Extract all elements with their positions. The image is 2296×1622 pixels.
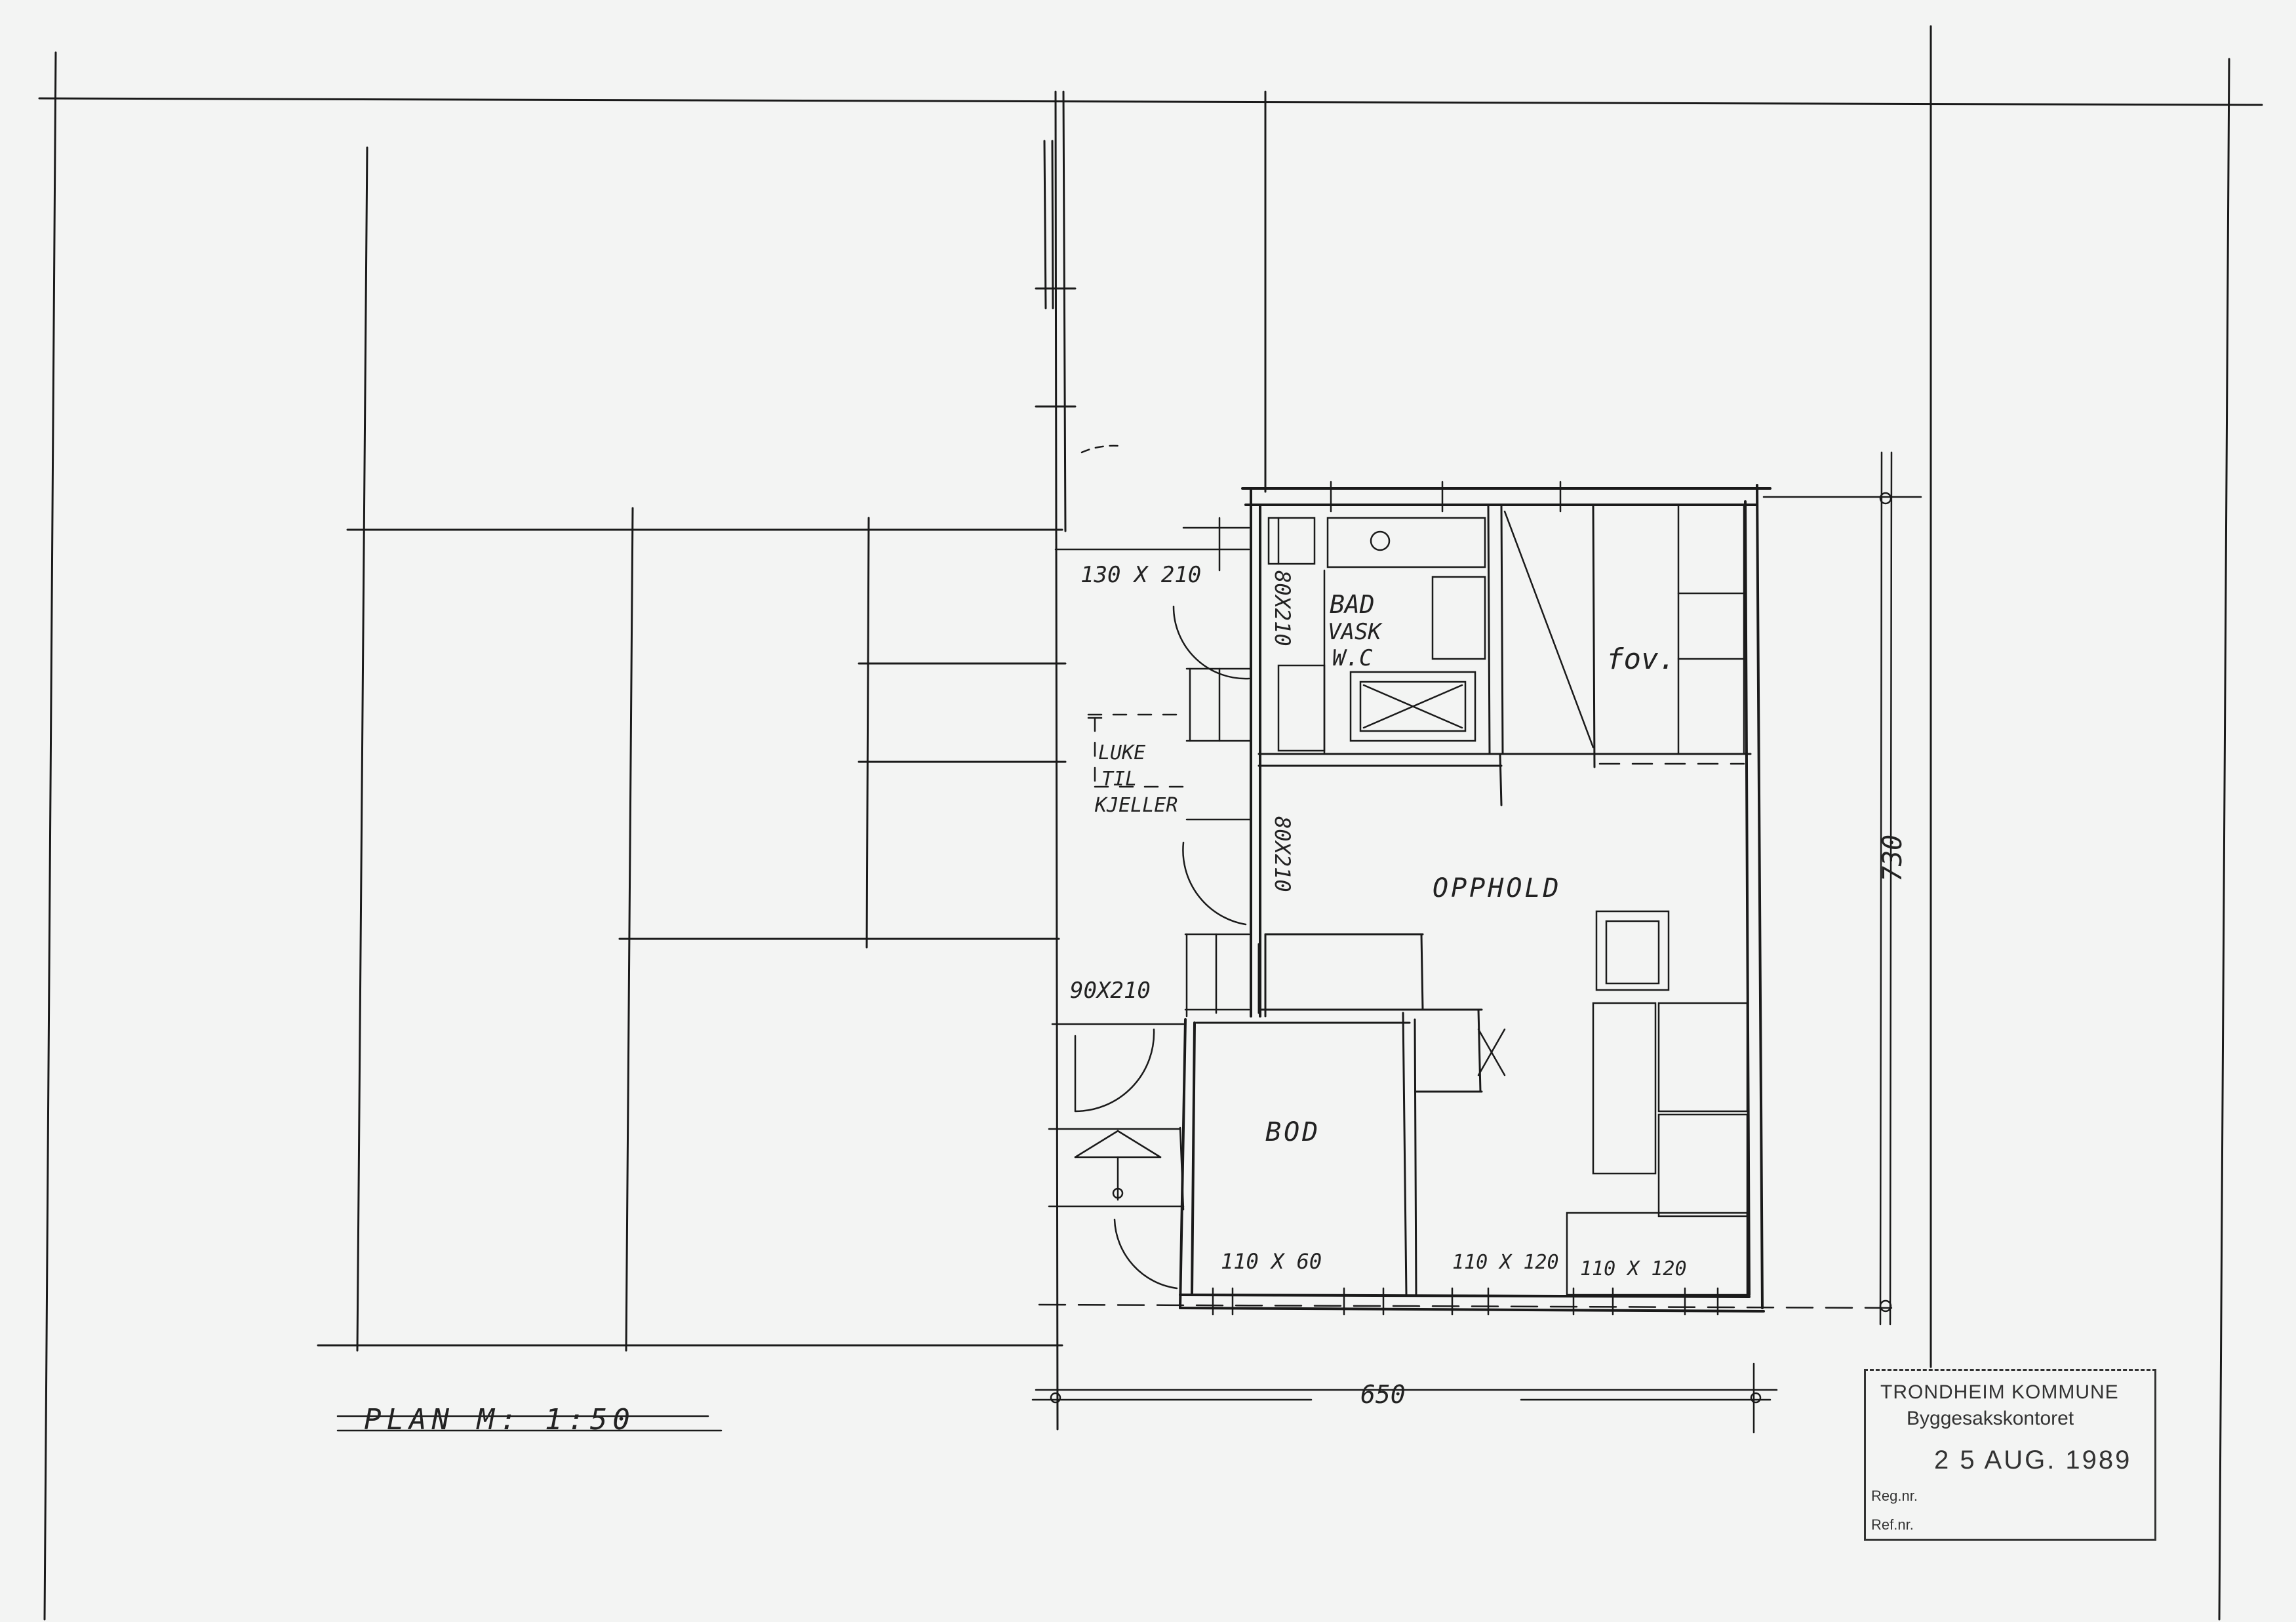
interior-walls (1195, 504, 1752, 1296)
room-label-bath-3: W.C (1332, 645, 1373, 671)
stamp-ref-label: Ref.nr. (1871, 1516, 1914, 1533)
dimension-depth: 730 (1878, 835, 1908, 882)
note-hatch-3: KJELLER (1094, 794, 1178, 817)
sheet-border (38, 25, 2263, 1621)
dimension-lines (1031, 451, 1922, 1434)
note-hatch-2: TIL (1101, 768, 1137, 791)
drawing-title: PLAN M: 1:50 (364, 1403, 635, 1436)
stamp-office: Byggesakskontoret (1907, 1408, 2074, 1429)
bedroom-furniture (1503, 504, 1745, 765)
window-size-opphold-1: 110 X 120 (1452, 1251, 1559, 1274)
door-swings (1074, 445, 1250, 1290)
room-label-living: OPPHOLD (1433, 873, 1562, 903)
room-label-bath-2: VASK (1328, 619, 1383, 645)
room-label-bath-1: BAD (1330, 590, 1375, 619)
stamp-authority: TRONDHEIM KOMMUNE (1880, 1381, 2119, 1403)
living-furniture (1477, 910, 1749, 1296)
door-size-entry-top: 130 X 210 (1080, 562, 1201, 588)
stamp-reg-label: Reg.nr. (1871, 1488, 1918, 1504)
window-size-opphold-2: 110 X 120 (1580, 1257, 1687, 1280)
bathroom-fixtures (1267, 517, 1486, 755)
door-size-entry-bottom: 90X210 (1070, 978, 1151, 1004)
approval-stamp: TRONDHEIM KOMMUNE Byggesakskontoret 2 5 … (1864, 1369, 2156, 1541)
door-size-hall: 80X210 (1270, 816, 1295, 892)
room-label-bedroom: fov. (1606, 643, 1676, 676)
note-hatch-1: LUKE (1098, 742, 1145, 764)
stamp-date: 2 5 AUG. 1989 (1934, 1446, 2132, 1474)
room-label-storage: BOD (1265, 1117, 1320, 1147)
window-size-bod: 110 X 60 (1221, 1249, 1322, 1274)
stair-hall (1048, 517, 1252, 1211)
door-size-bath: 80X210 (1270, 570, 1295, 646)
title-underline (336, 1415, 722, 1432)
window-ticks (1212, 481, 1719, 1316)
dimension-width: 650 (1360, 1380, 1406, 1409)
